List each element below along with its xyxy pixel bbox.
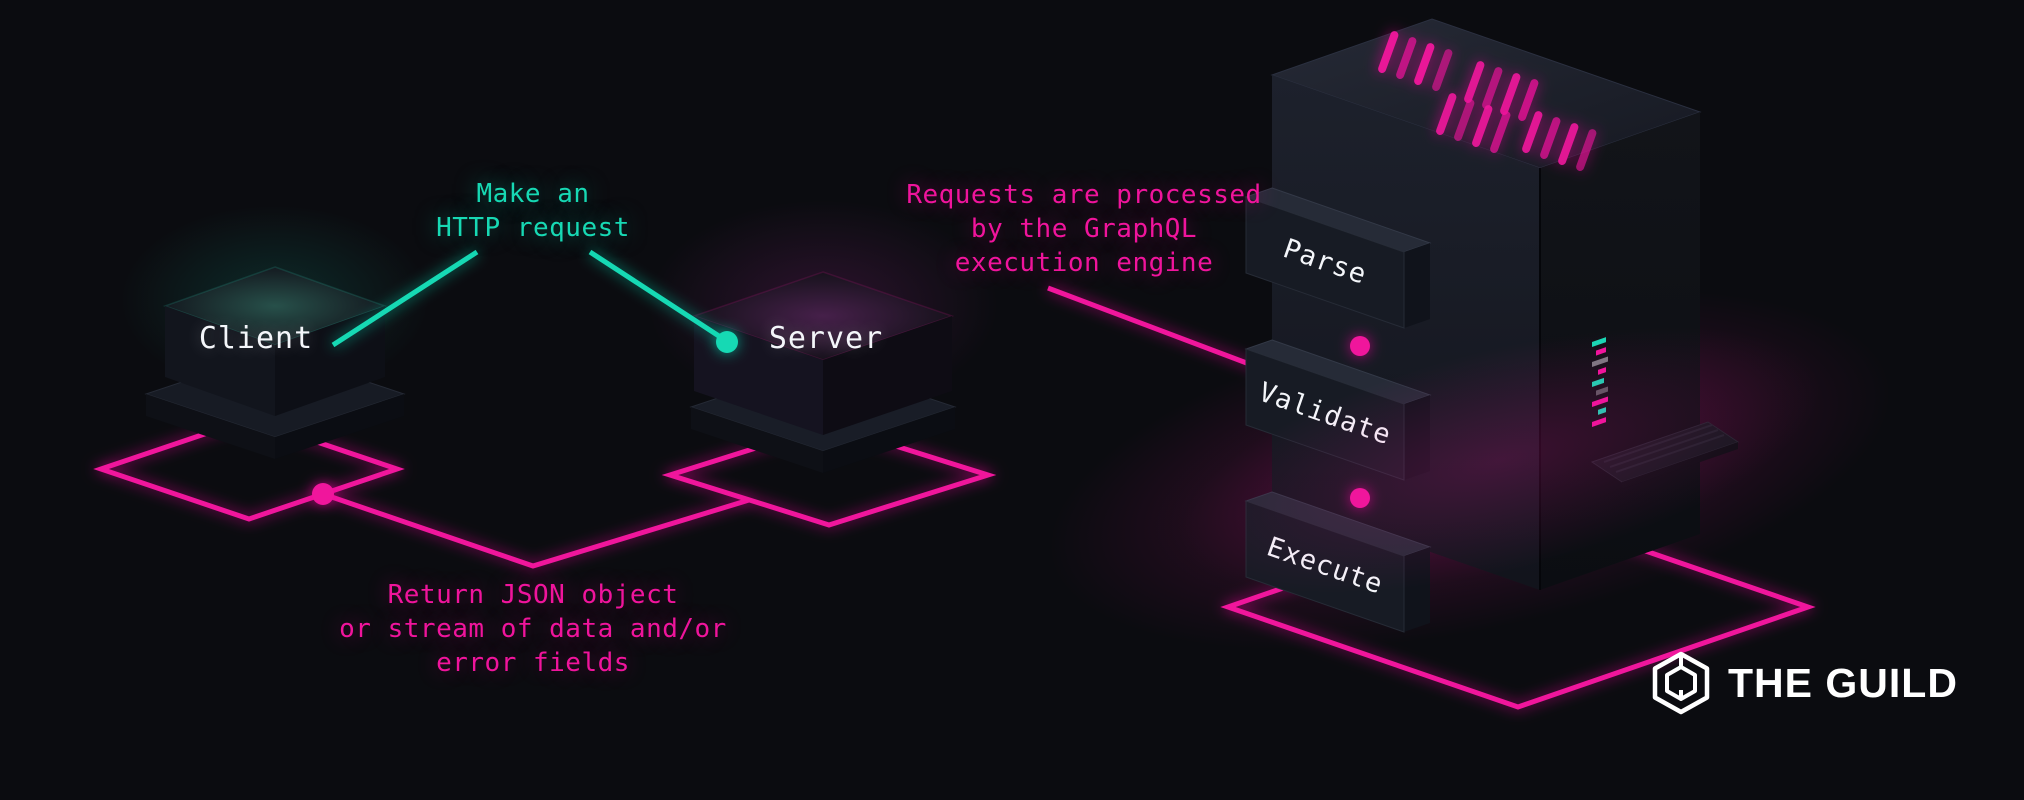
step-connector-dot [1350, 336, 1370, 356]
client-cube [162, 266, 388, 416]
annotation-line: Make an [476, 179, 590, 209]
guild-hexagon-icon [1652, 651, 1710, 715]
server-label: Server [768, 321, 884, 356]
annotation-processing: Requests are processed by the GraphQL ex… [906, 178, 1261, 280]
request-line-to-engine [1047, 285, 1282, 379]
pink-haze-foreground [1178, 326, 1822, 594]
annotation-line: Return JSON object [387, 580, 679, 610]
response-dot [312, 483, 334, 505]
annotation-line: or stream of data and/or [339, 614, 727, 644]
annotation-line: error fields [436, 648, 630, 678]
led-strip [1522, 111, 1597, 171]
guild-logo: THE GUILD [1648, 650, 1958, 716]
client-label: Client [198, 321, 314, 356]
annotation-response: Return JSON object or stream of data and… [339, 578, 727, 680]
annotation-line: HTTP request [436, 213, 630, 243]
http-request-line-right [588, 249, 727, 343]
http-request-line-left [331, 249, 479, 348]
guild-logo-text: THE GUILD [1728, 659, 1958, 706]
annotation-http-request: Make an HTTP request [436, 177, 630, 245]
http-request-endpoint-dot [716, 331, 738, 353]
response-path [322, 491, 750, 569]
annotation-line: Requests are processed [906, 180, 1262, 210]
annotation-line: execution engine [954, 248, 1214, 278]
led-strip [1464, 61, 1539, 121]
led-strip [1436, 93, 1511, 153]
engine-step-parse-slab: Parse [1244, 187, 1432, 329]
led-strip [1378, 31, 1453, 91]
annotation-line: by the GraphQL [970, 214, 1198, 244]
client-response-diamond-outline [93, 416, 405, 522]
